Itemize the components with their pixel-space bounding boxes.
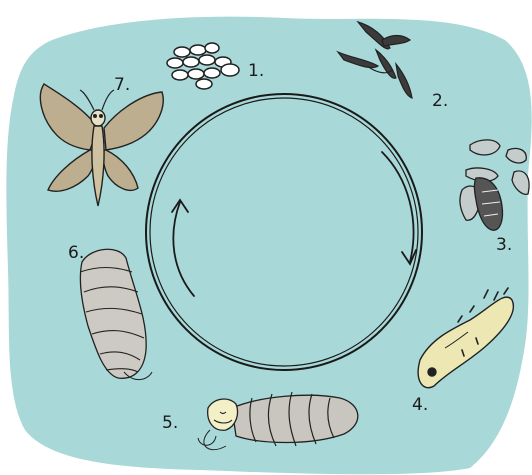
stage-4-label: 4. xyxy=(412,395,428,415)
stage-5-label: 5. xyxy=(162,413,178,433)
stage-7-label: 7. xyxy=(114,75,130,95)
stage-1-label: 1. xyxy=(248,61,264,81)
stage-2-label: 2. xyxy=(432,91,448,111)
stage-3-label: 3. xyxy=(496,235,512,255)
stage-6-label: 6. xyxy=(68,243,84,263)
